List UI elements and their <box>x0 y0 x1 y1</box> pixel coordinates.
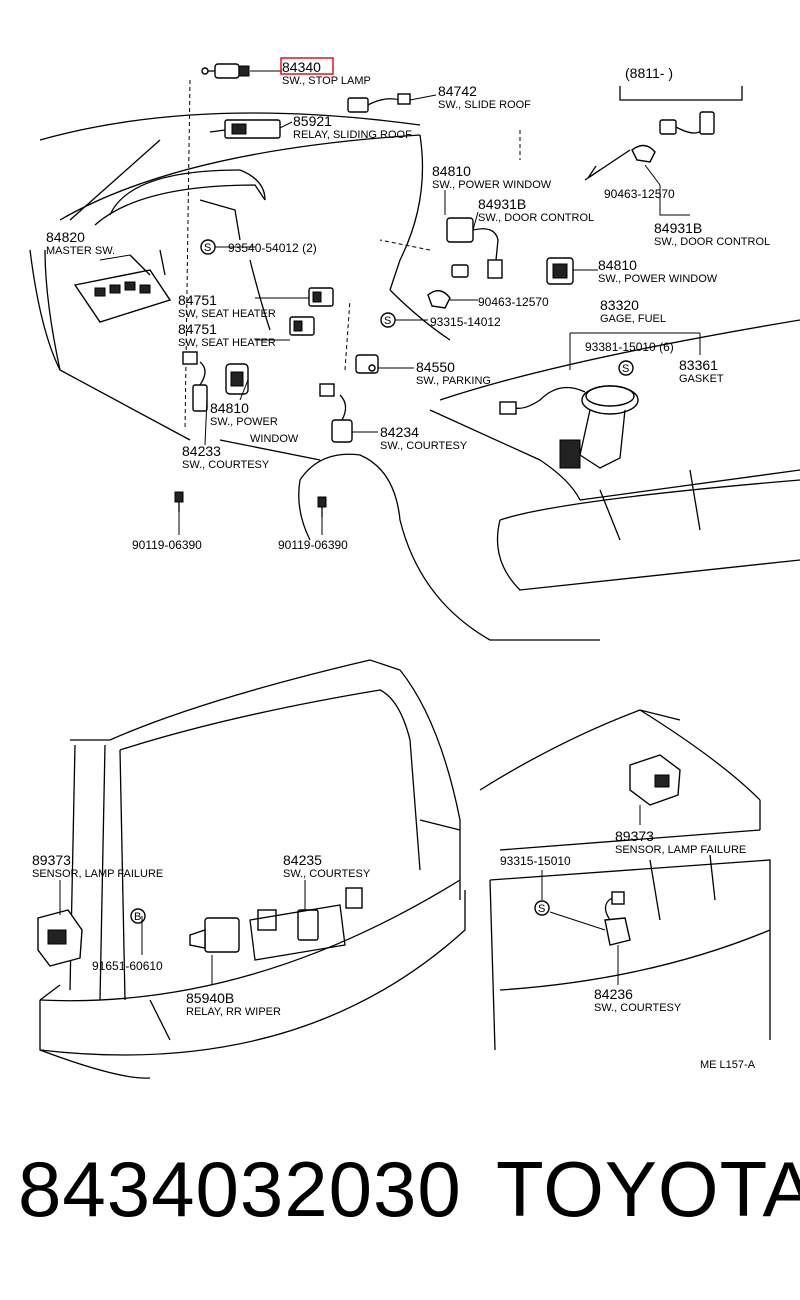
parts-diagram: S S S S B <box>29 57 800 1079</box>
callout-desc-c26: SW., COURTESY <box>283 868 371 880</box>
callout-number-c17: 83361 <box>679 357 718 373</box>
callout-desc-c19b: WINDOW <box>250 433 299 445</box>
callout-number-c12: 84751 <box>178 292 217 308</box>
callout-number-c11: 90463-12570 <box>478 295 549 309</box>
callout-number-c18: 84550 <box>416 359 455 375</box>
callout-number-c14: 83320 <box>600 297 639 313</box>
callout-desc-c25: SENSOR, LAMP FAILURE <box>32 868 163 880</box>
sedan-rear-outline <box>479 709 771 1051</box>
callout-number-c3: 85921 <box>293 113 332 129</box>
sliding-roof-relay <box>209 119 281 139</box>
range-label: (8811- ) <box>625 65 673 81</box>
slide-roof-switch <box>347 93 411 113</box>
callout-desc-c3: RELAY, SLIDING ROOF <box>293 129 412 141</box>
screw-90119-left <box>174 491 184 512</box>
callout-number-c20: 84234 <box>380 424 419 440</box>
highlight-box <box>280 57 334 75</box>
callout-desc-c12: SW, SEAT HEATER <box>178 308 276 320</box>
sedan-body-outline <box>29 79 800 641</box>
courtesy-switch-84234 <box>319 383 353 443</box>
courtesy-switch-84233 <box>182 351 208 412</box>
callout-number-c16: 93381-15010 (6) <box>585 340 674 354</box>
callout-desc-c17: GASKET <box>679 373 724 385</box>
svg-text:S: S <box>538 903 545 915</box>
callout-number-c5: 84931B <box>478 196 526 212</box>
callout-number-c19: 84810 <box>210 400 249 416</box>
svg-text:B: B <box>134 911 141 923</box>
callout-number-c6: 90463-12570 <box>604 187 675 201</box>
callout-number-c10: 84810 <box>598 257 637 273</box>
callout-number-c25: 89373 <box>32 852 71 868</box>
callout-number-c2: 84742 <box>438 83 477 99</box>
power-window-switch-rear <box>546 257 574 285</box>
callout-desc-c2: SW., SLIDE ROOF <box>438 99 531 111</box>
callout-desc-c31: SW., COURTESY <box>594 1002 682 1014</box>
courtesy-switch-84236 <box>604 891 631 946</box>
callout-desc-c8: MASTER SW. <box>46 245 115 257</box>
callout-number-c22: 90119-06390 <box>132 538 202 552</box>
master-switch <box>73 249 172 323</box>
door-control-switch-front <box>446 217 503 279</box>
callout-desc-c30: RELAY, RR WIPER <box>186 1006 281 1018</box>
callout-number-c1: 84340 <box>282 59 321 75</box>
fuel-gage-sender <box>499 385 639 469</box>
callout-number-c21: 84233 <box>182 443 221 459</box>
callout-number-c23: 90119-06390 <box>278 538 348 552</box>
svg-text:S: S <box>204 242 211 254</box>
leader-lines-bottom <box>59 805 641 985</box>
door-control-switch-inset <box>584 86 743 181</box>
seat-heater-switch-2 <box>289 316 315 336</box>
callout-desc-c18: SW., PARKING <box>416 375 491 387</box>
seat-heater-switch-1 <box>308 287 334 307</box>
callout-desc-c28: SENSOR, LAMP FAILURE <box>615 844 746 856</box>
callout-number-c8: 84820 <box>46 229 85 245</box>
rear-wiper-relay <box>189 917 240 953</box>
callout-desc-c1: SW., STOP LAMP <box>282 75 371 87</box>
callout-number-c29: 91651-60610 <box>92 959 163 973</box>
callout-desc-c5: SW., DOOR CONTROL <box>478 212 594 224</box>
callout-desc-c10: SW., POWER WINDOW <box>598 273 718 285</box>
stop-lamp-switch <box>201 63 250 79</box>
callout-number-c30: 85940B <box>186 990 234 1006</box>
footer-part-number: 8434032030 <box>18 1145 462 1233</box>
callout-number-c7: 84931B <box>654 220 702 236</box>
callout-desc-c15: SW, SEAT HEATER <box>178 337 276 349</box>
callout-number-c15: 84751 <box>178 321 217 337</box>
callout-labels: (8811- ) ME L157-A <box>280 57 756 1071</box>
callout-desc-c20: SW., COURTESY <box>380 440 468 452</box>
callout-desc-c19: SW., POWER <box>210 416 278 428</box>
lamp-failure-sensor-right <box>629 754 681 806</box>
leader-lines-top <box>99 70 701 535</box>
callout-number-c9: 93540-54012 (2) <box>228 241 317 255</box>
footer-brand: TOYOTA <box>496 1145 800 1233</box>
screw-90119-right <box>317 496 327 517</box>
callout-number-c26: 84235 <box>283 852 322 868</box>
lamp-failure-sensor-left <box>37 909 83 967</box>
power-window-switch-84810-door <box>225 363 249 395</box>
svg-text:S: S <box>384 315 391 327</box>
callout-desc-c21: SW., COURTESY <box>182 459 270 471</box>
courtesy-switch-84235 <box>249 887 363 961</box>
callout-desc-c4: SW., POWER WINDOW <box>432 179 552 191</box>
callout-number-c27: 93315-15010 <box>500 854 571 868</box>
svg-text:S: S <box>622 363 629 375</box>
callout-number-c31: 84236 <box>594 986 633 1002</box>
callout-number-c28: 89373 <box>615 828 654 844</box>
callout-number-c4: 84810 <box>432 163 471 179</box>
parking-switch <box>355 354 379 374</box>
diagram-code: ME L157-A <box>700 1059 756 1071</box>
callout-desc-c7: SW., DOOR CONTROL <box>654 236 770 248</box>
grommet-90463 <box>427 290 451 309</box>
callout-desc-c14: GAGE, FUEL <box>600 313 666 325</box>
callout-number-c13: 93315-14012 <box>430 315 501 329</box>
